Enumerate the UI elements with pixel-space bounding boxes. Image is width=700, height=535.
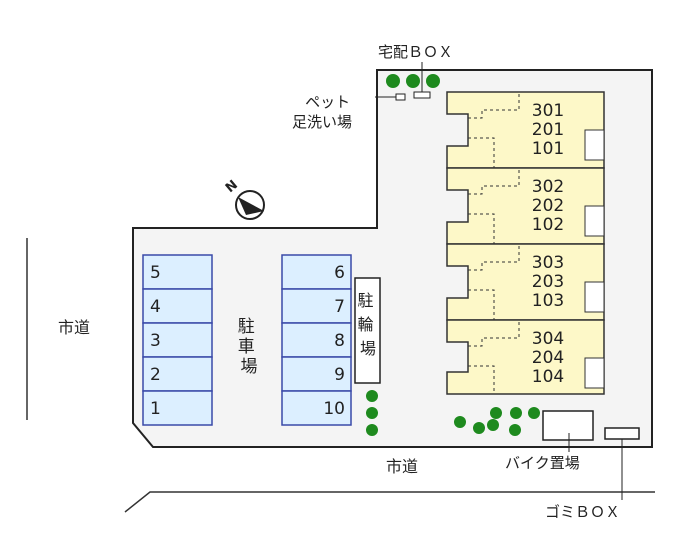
parking-space-number: 9 (334, 365, 345, 385)
unit-number: 103 (532, 291, 564, 311)
tree-icon (487, 419, 499, 431)
parking-space-number: 6 (334, 263, 345, 283)
parking-space: 1 (142, 390, 213, 426)
parking-label: 駐 車 場 (238, 317, 260, 377)
delivery-box (413, 91, 431, 99)
unit-number: 102 (532, 215, 564, 235)
parking-space-number: 7 (334, 297, 345, 317)
parking-space-number: 5 (150, 263, 161, 283)
tree-icon (490, 407, 502, 419)
parking-space: 7 (281, 288, 352, 324)
tree-icon (426, 74, 440, 88)
unit-number: 304 (532, 329, 564, 349)
pet-wash-area (395, 93, 406, 101)
tree-icon (528, 407, 540, 419)
parking-space-number: 10 (323, 399, 345, 419)
tree-icon (366, 407, 378, 419)
tree-icon (510, 407, 522, 419)
garbage-box-label: ゴミＢＯＸ (545, 503, 620, 521)
parking-space: 5 (142, 254, 213, 290)
unit-number: 203 (532, 272, 564, 292)
parking-space-number: 4 (150, 297, 161, 317)
city-road-left-label: 市道 (58, 318, 90, 337)
delivery-box-label: 宅配ＢＯＸ (378, 43, 453, 61)
unit-number: 204 (532, 348, 564, 368)
unit-number: 101 (532, 139, 564, 159)
city-road-bottom-label: 市道 (386, 457, 418, 476)
parking-space: 8 (281, 322, 352, 358)
parking-space-number: 3 (150, 331, 161, 351)
unit-number: 104 (532, 367, 564, 387)
svg-text:N: N (223, 178, 241, 196)
north-compass-icon: N (223, 178, 265, 220)
parking-space: 10 (281, 390, 352, 426)
parking-area: 5 4 3 2 1 6 7 8 9 10 (142, 254, 352, 426)
parking-space-number: 2 (150, 365, 161, 385)
tree-icon (473, 422, 485, 434)
bicycle-parking (354, 277, 381, 384)
tree-icon (454, 416, 466, 428)
unit-number: 302 (532, 177, 564, 197)
motorbike-parking-label: バイク置場 (505, 454, 580, 472)
road-bottom-edge (124, 491, 655, 513)
bicycle-parking-label: 駐 輪 場 (357, 291, 378, 358)
garbage-box (604, 427, 640, 440)
trees (366, 74, 540, 436)
tree-icon (406, 74, 420, 88)
unit-number: 301 (532, 101, 564, 121)
parking-space-number: 1 (150, 399, 161, 419)
unit-number: 202 (532, 196, 564, 216)
motorbike-parking (542, 410, 594, 441)
parking-space: 6 (281, 254, 352, 290)
tree-icon (366, 424, 378, 436)
unit-number: 303 (532, 253, 564, 273)
tree-icon (366, 390, 378, 402)
parking-space: 3 (142, 322, 213, 358)
parking-space: 2 (142, 356, 213, 392)
tree-icon (509, 424, 521, 436)
parking-space: 9 (281, 356, 352, 392)
parking-space-number: 8 (334, 331, 345, 351)
pet-wash-label: ペット 足洗い場 (292, 93, 355, 131)
tree-icon (386, 74, 400, 88)
parking-space: 4 (142, 288, 213, 324)
unit-number: 201 (532, 120, 564, 140)
